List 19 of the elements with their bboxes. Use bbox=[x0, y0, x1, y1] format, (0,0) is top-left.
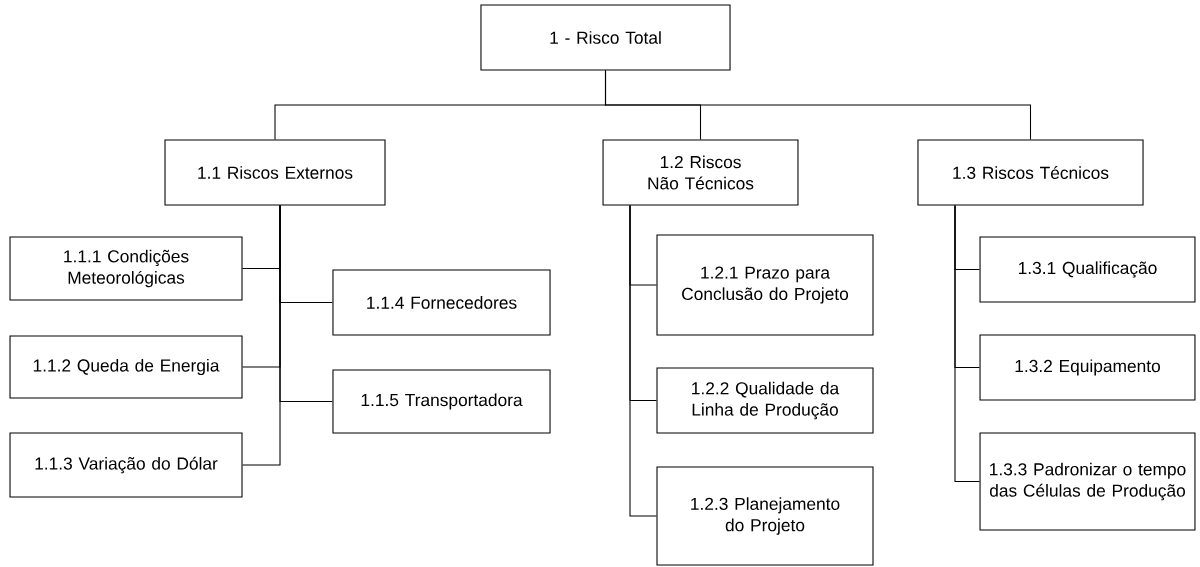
wbs-box: 1.1 Riscos Externos bbox=[164, 139, 386, 206]
connector-line bbox=[629, 205, 657, 517]
wbs-box: 1.1.2 Queda de Energia bbox=[9, 335, 243, 399]
connector-line bbox=[954, 205, 981, 483]
wbs-box: 1.1.5 Transportadora bbox=[332, 369, 551, 434]
wbs-box: 1 - Risco Total bbox=[480, 4, 731, 71]
wbs-box: 1.3.1 Qualificação bbox=[979, 236, 1196, 303]
connector-line bbox=[279, 205, 333, 403]
wbs-box: 1.1.1 Condições Meteorológicas bbox=[9, 236, 243, 301]
wbs-box: 1.2 Riscos Não Técnicos bbox=[602, 139, 799, 206]
wbs-box: 1.3.2 Equipamento bbox=[979, 334, 1196, 401]
wbs-box: 1.3 Riscos Técnicos bbox=[917, 139, 1144, 206]
wbs-box: 1.2.2 Qualidade da Linha de Produção bbox=[656, 367, 874, 434]
wbs-box: 1.2.1 Prazo para Conclusão do Projeto bbox=[656, 234, 874, 336]
wbs-box: 1.1.3 Variação do Dólar bbox=[9, 432, 243, 498]
wbs-box: 1.1.4 Fornecedores bbox=[332, 269, 551, 336]
wbs-box: 1.3.3 Padronizar o tempo das Células de Produção bbox=[979, 432, 1196, 531]
connector-line bbox=[604, 70, 1032, 140]
wbs-box: 1.2.3 Planejamento do Projeto bbox=[656, 466, 874, 566]
